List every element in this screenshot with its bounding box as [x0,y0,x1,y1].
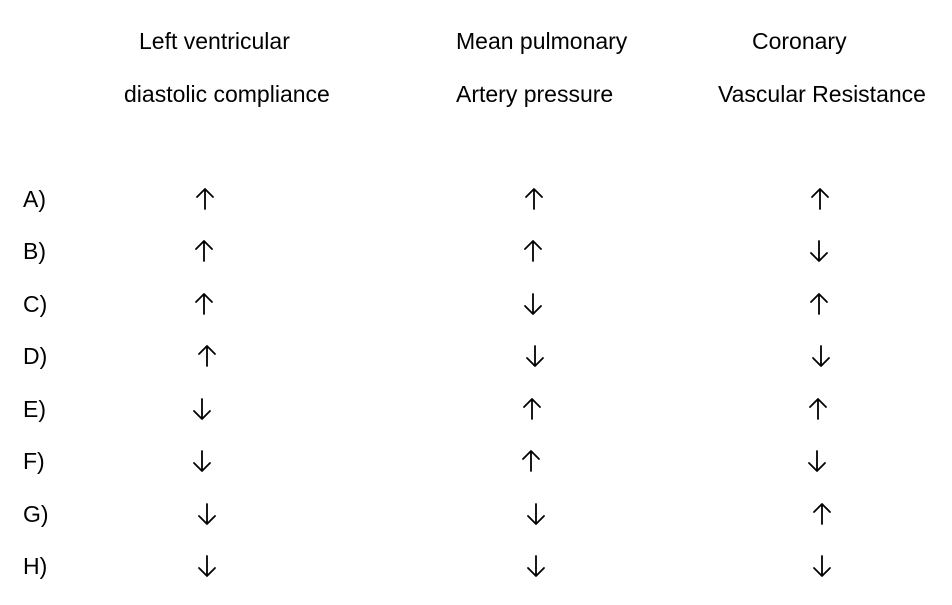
arrow-down-icon [190,447,214,475]
arrow-down-icon [810,552,834,580]
arrow-down-icon [190,395,214,423]
arrow-up-icon [195,342,219,370]
arrow-down-icon [524,500,548,528]
column-header-pulmonary-pressure-line2: Artery pressure [456,81,614,107]
column-header-pulmonary-pressure-line1: Mean pulmonary [456,28,628,54]
option-label-c: C) [23,291,48,317]
option-label-b: B) [23,238,46,264]
arrow-up-icon [193,185,217,213]
arrow-down-icon [523,342,547,370]
arrow-up-icon [808,185,832,213]
option-label-a: A) [23,186,46,212]
arrow-up-icon [519,447,543,475]
arrow-up-icon [806,395,830,423]
column-header-coronary-resistance-line2: Vascular Resistance [718,81,926,107]
column-header-lv-compliance-line1: Left ventricular [139,28,290,54]
option-label-f: F) [23,448,45,474]
arrow-down-icon [524,552,548,580]
arrow-down-icon [195,500,219,528]
arrow-down-icon [521,290,545,318]
option-label-e: E) [23,396,46,422]
option-label-h: H) [23,553,48,579]
option-label-d: D) [23,343,48,369]
column-header-coronary-resistance-line1: Coronary [752,28,847,54]
arrow-down-icon [809,342,833,370]
arrow-up-icon [522,185,546,213]
arrow-down-icon [807,237,831,265]
arrow-up-icon [521,237,545,265]
arrow-down-icon [805,447,829,475]
option-label-g: G) [23,501,49,527]
arrow-up-icon [192,290,216,318]
arrow-up-icon [520,395,544,423]
arrow-up-icon [807,290,831,318]
arrow-down-icon [195,552,219,580]
arrow-up-icon [192,237,216,265]
arrow-up-icon [810,500,834,528]
column-header-lv-compliance-line2: diastolic compliance [124,81,330,107]
